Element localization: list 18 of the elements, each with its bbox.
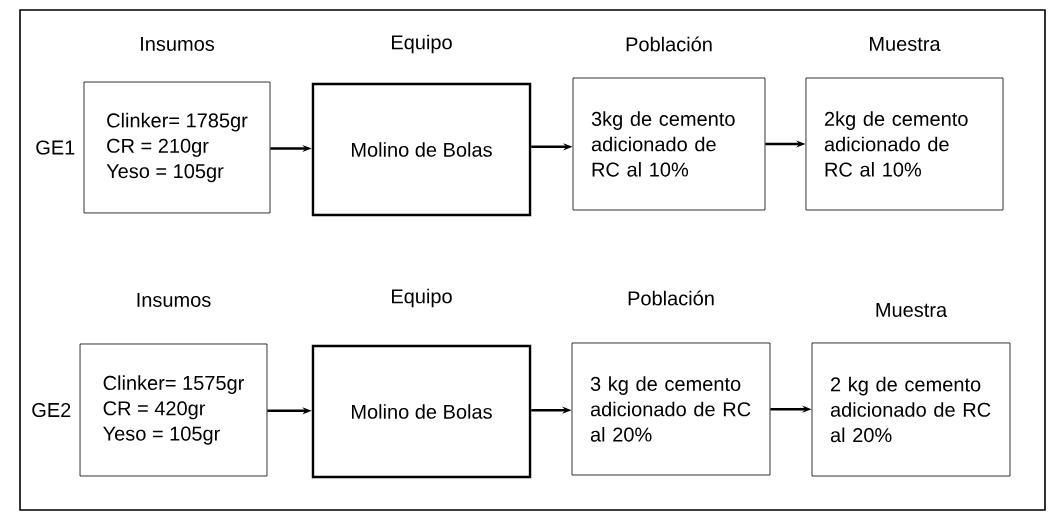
column-heading: Insumos [137,293,211,307]
process-box: Clinker= 1785gr CR = 210gr Yeso = 105gr [83,81,271,214]
column-heading: Insumos [141,37,215,51]
process-box: 2kg de cemento adicionado de RC al 10% [805,77,1004,211]
column-heading: Equipo [392,288,452,308]
process-box: Clinker= 1575gr CR = 420gr Yeso = 105gr [79,343,268,477]
process-box: 3 kg de cemento adicionado de RC al 20% [571,342,771,476]
group-label: GE2 [32,402,71,418]
process-box: 2 kg de cemento adicionado de RC al 20% [811,342,1011,477]
process-box: 3kg de cemento adicionado de RC al 10% [572,77,766,211]
column-heading: Población [628,290,714,306]
process-box: Molino de Bolas [311,344,532,479]
column-heading: Muestra [876,303,948,317]
column-heading: Equipo [392,34,452,54]
group-label: GE1 [36,140,75,155]
column-heading: Población [626,36,712,52]
process-box: Molino de Bolas [311,82,532,217]
column-heading: Muestra [870,37,941,51]
